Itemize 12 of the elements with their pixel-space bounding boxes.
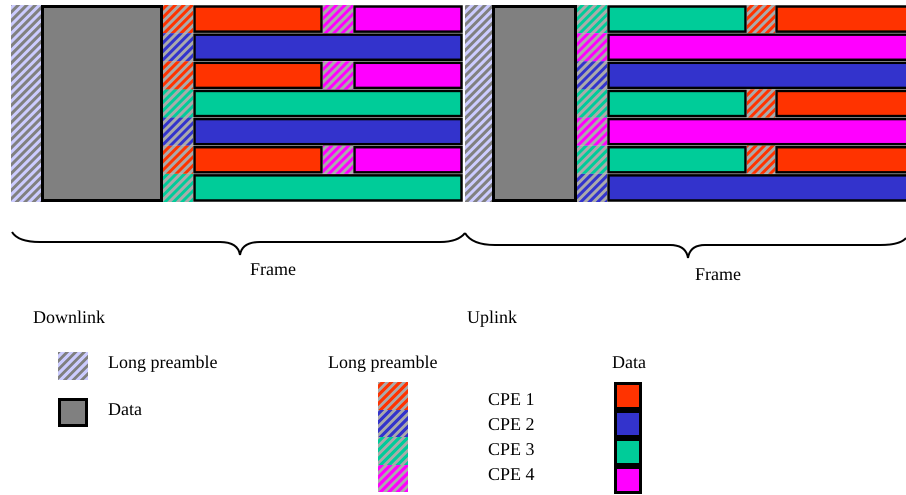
legend-heading: Uplink (467, 308, 518, 326)
legend-label: CPE 1 (488, 390, 535, 408)
legend-heading: Long preamble (328, 353, 438, 371)
legend-heading: Downlink (33, 308, 105, 326)
legend-heading: Data (612, 353, 646, 371)
legend-label: Data (108, 400, 142, 418)
legend-label: Long preamble (108, 353, 218, 371)
legend-label: CPE 2 (488, 415, 535, 433)
legend-label: CPE 3 (488, 440, 535, 458)
legend-label: CPE 4 (488, 465, 535, 483)
brace-label: Frame (250, 260, 296, 278)
brace-label: Frame (695, 265, 741, 283)
